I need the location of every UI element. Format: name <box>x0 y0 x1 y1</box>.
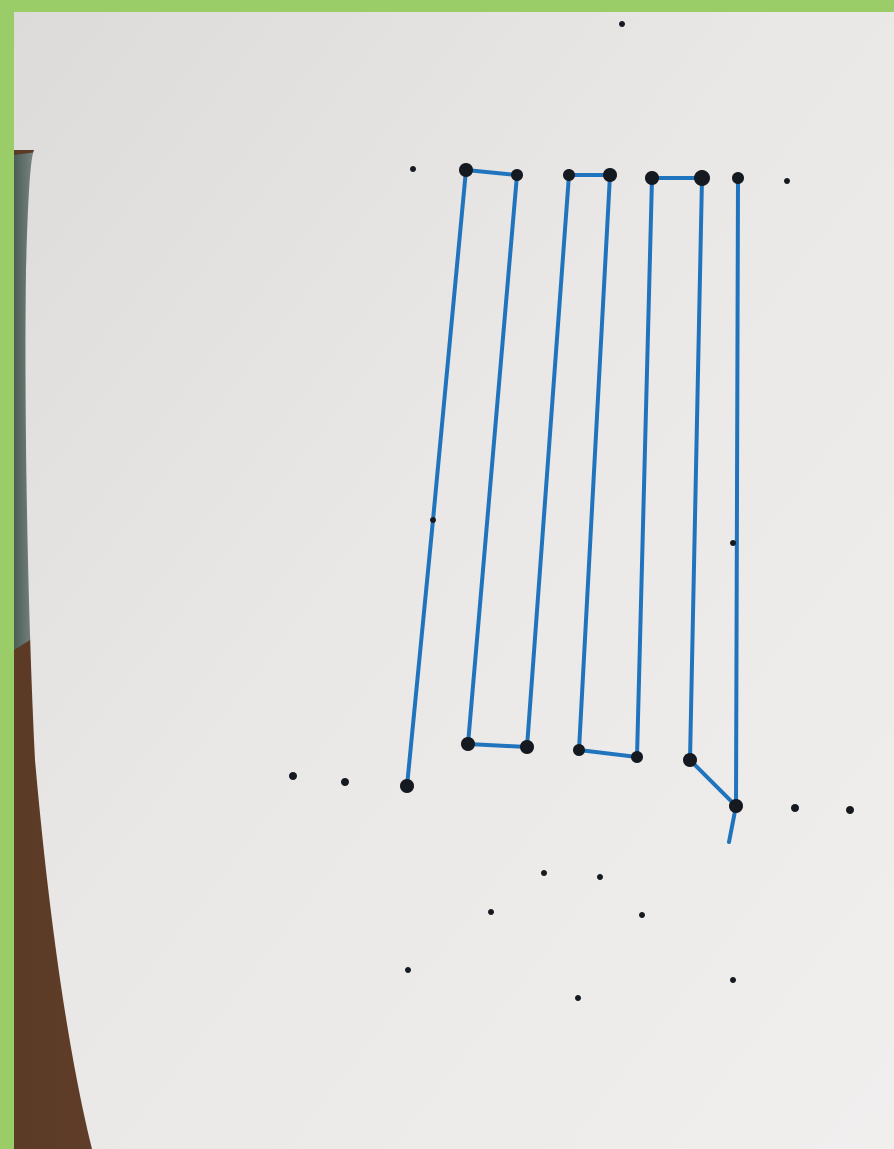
dot <box>729 799 743 813</box>
dot <box>520 740 534 754</box>
dot <box>603 168 617 182</box>
paper-sheet <box>14 12 894 1149</box>
dot <box>639 912 645 918</box>
dot <box>511 169 523 181</box>
dot <box>488 909 494 915</box>
dot <box>400 779 414 793</box>
dot <box>541 870 547 876</box>
dot <box>410 166 416 172</box>
dot <box>341 778 349 786</box>
dot <box>791 804 799 812</box>
dot <box>732 172 744 184</box>
dot <box>597 874 603 880</box>
dot <box>631 751 643 763</box>
dot <box>459 163 473 177</box>
dot <box>730 977 736 983</box>
dot <box>784 178 790 184</box>
dot <box>694 170 710 186</box>
dot <box>461 737 475 751</box>
dot <box>730 540 736 546</box>
dot <box>430 517 436 523</box>
dot <box>645 171 659 185</box>
dot <box>619 21 625 27</box>
dot <box>289 772 297 780</box>
dot <box>575 995 581 1001</box>
dot <box>573 744 585 756</box>
dot <box>405 967 411 973</box>
dot <box>846 806 854 814</box>
dot <box>563 169 575 181</box>
dot <box>683 753 697 767</box>
